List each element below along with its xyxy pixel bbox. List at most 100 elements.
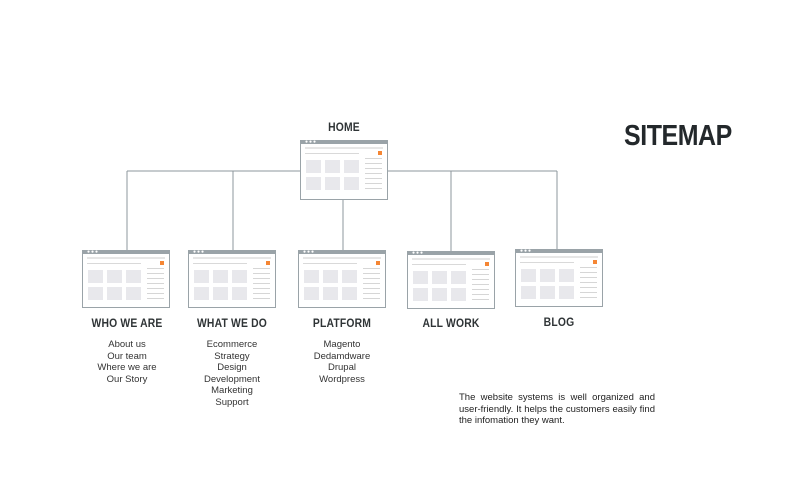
page-wireframe-icon: ●●●: [515, 249, 603, 307]
sitemap-item: Drupal: [328, 362, 356, 373]
address-bar-placeholder: [305, 147, 383, 149]
content-block-placeholder: [325, 177, 340, 190]
sidebar-line-placeholder: [472, 269, 489, 270]
content-block-placeholder: [232, 270, 247, 283]
content-block-placeholder: [342, 270, 357, 283]
sidebar-line-placeholder: [253, 273, 270, 274]
sidebar-line-placeholder: [580, 292, 597, 293]
sidebar-line-placeholder: [147, 278, 164, 279]
content-block-placeholder: [126, 270, 141, 283]
content-block-placeholder: [432, 288, 447, 301]
nav-line-placeholder: [303, 263, 357, 264]
content-block-placeholder: [325, 160, 340, 173]
sitemap-item: Dedamdware: [313, 350, 371, 362]
sitemap-item: Marketing: [211, 385, 253, 396]
accent-square: [593, 260, 597, 264]
sidebar-line-placeholder: [365, 178, 382, 179]
content-block-placeholder: [88, 270, 103, 283]
sidebar-line-placeholder: [253, 268, 270, 269]
content-block-placeholder: [194, 287, 209, 300]
node-label-blog: BLOG: [543, 317, 575, 329]
content-block-placeholder: [540, 269, 555, 282]
sidebar-line-placeholder: [365, 188, 382, 189]
window-dots-icon: ●●●: [520, 248, 533, 254]
node-label-who-we-are: WHO WE ARE: [91, 318, 163, 330]
nav-line-placeholder: [305, 153, 359, 154]
sidebar-line-placeholder: [365, 158, 382, 159]
sidebar-line-placeholder: [472, 294, 489, 295]
sitemap-description: The website systems is well organized an…: [459, 392, 655, 427]
sidebar-line-placeholder: [253, 293, 270, 294]
content-block-placeholder: [306, 177, 321, 190]
content-block-placeholder: [413, 288, 428, 301]
content-block-placeholder: [107, 270, 122, 283]
sidebar-line-placeholder: [472, 279, 489, 280]
sitemap-item: About us: [108, 339, 146, 350]
sidebar-line-placeholder: [365, 168, 382, 169]
node-items-who-we-are: About us Our team Where we are Our Story: [72, 339, 182, 385]
content-block-placeholder: [194, 270, 209, 283]
content-block-placeholder: [540, 286, 555, 299]
page-wireframe-icon: ●●●: [407, 251, 495, 309]
sitemap-item: Our team: [107, 350, 147, 362]
sidebar-line-placeholder: [253, 283, 270, 284]
content-block-placeholder: [521, 286, 536, 299]
page-wireframe-icon: ●●●: [300, 140, 388, 200]
sitemap-item: Strategy: [214, 350, 250, 362]
sidebar-line-placeholder: [147, 268, 164, 269]
address-bar-placeholder: [412, 258, 490, 260]
sidebar-line-placeholder: [147, 298, 164, 299]
sidebar-line-placeholder: [147, 293, 164, 294]
sidebar-line-placeholder: [365, 183, 382, 184]
sidebar-line-placeholder: [472, 274, 489, 275]
sidebar-line-placeholder: [365, 173, 382, 174]
node-label-what-we-do: WHAT WE DO: [196, 318, 268, 330]
content-block-placeholder: [344, 160, 359, 173]
content-block-placeholder: [304, 270, 319, 283]
nav-line-placeholder: [193, 263, 247, 264]
content-block-placeholder: [342, 287, 357, 300]
page-wireframe-icon: ●●●: [82, 250, 170, 308]
sidebar-line-placeholder: [363, 293, 380, 294]
accent-square: [378, 151, 382, 155]
sitemap-item: Support: [215, 396, 249, 408]
sitemap-item: Development: [204, 373, 260, 385]
sidebar-line-placeholder: [472, 289, 489, 290]
content-block-placeholder: [559, 286, 574, 299]
window-dots-icon: ●●●: [87, 249, 100, 255]
content-block-placeholder: [432, 271, 447, 284]
accent-square: [485, 262, 489, 266]
content-block-placeholder: [88, 287, 103, 300]
content-block-placeholder: [213, 270, 228, 283]
sidebar-line-placeholder: [363, 278, 380, 279]
accent-square: [266, 261, 270, 265]
sidebar-line-placeholder: [147, 288, 164, 289]
window-dots-icon: ●●●: [412, 250, 425, 256]
content-block-placeholder: [559, 269, 574, 282]
sitemap-item: Magento: [323, 339, 361, 350]
page-wireframe-icon: ●●●: [188, 250, 276, 308]
node-items-platform: Magento Dedamdware Drupal Wordpress: [287, 339, 397, 385]
node-label-home: HOME: [328, 122, 360, 134]
nav-line-placeholder: [412, 264, 466, 265]
sitemap-item: Wordpress: [319, 373, 365, 385]
content-block-placeholder: [451, 288, 466, 301]
accent-square: [376, 261, 380, 265]
sidebar-line-placeholder: [253, 288, 270, 289]
sidebar-line-placeholder: [580, 297, 597, 298]
window-dots-icon: ●●●: [193, 249, 206, 255]
window-dots-icon: ●●●: [305, 139, 318, 145]
content-block-placeholder: [323, 270, 338, 283]
content-block-placeholder: [126, 287, 141, 300]
sitemap-item: Design: [217, 362, 247, 373]
content-block-placeholder: [107, 287, 122, 300]
node-label-all-work: ALL WORK: [422, 318, 480, 330]
sidebar-line-placeholder: [253, 278, 270, 279]
content-block-placeholder: [306, 160, 321, 173]
nav-line-placeholder: [87, 263, 141, 264]
sidebar-line-placeholder: [580, 287, 597, 288]
sidebar-line-placeholder: [580, 277, 597, 278]
content-block-placeholder: [213, 287, 228, 300]
content-block-placeholder: [413, 271, 428, 284]
